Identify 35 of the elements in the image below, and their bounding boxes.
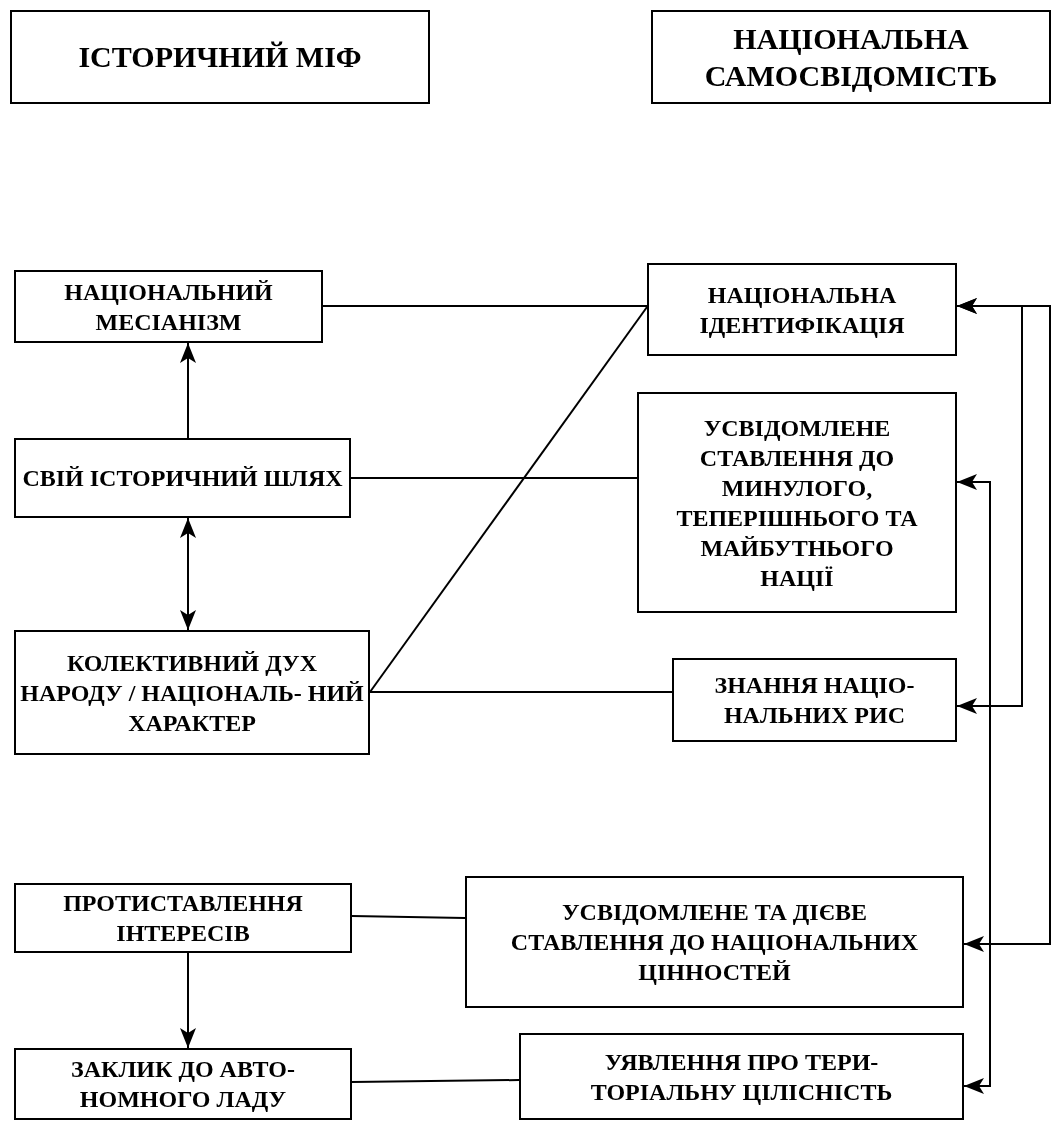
box-label: УСВІДОМЛЕНЕ СТАВЛЕННЯ ДО МИНУЛОГО, ТЕПЕРІШНЬОГО ТА МАЙБУТНЬОГО НАЦІЇ — [675, 413, 919, 593]
connector-line — [351, 915, 466, 919]
connector-line — [369, 691, 673, 693]
connector-line — [350, 477, 638, 479]
text-box — [672, 658, 957, 742]
text-box — [14, 1048, 352, 1120]
text-box — [519, 1033, 964, 1120]
box-label: УСВІДОМЛЕНЕ ТА ДІЄВЕ СТАВЛЕННЯ ДО НАЦІОНАЛЬНИХ ЦІННОСТЕЙ — [509, 898, 920, 987]
arrow — [180, 952, 196, 1049]
box-label: ЗНАННЯ НАЦІО- НАЛЬНИХ РИС — [713, 671, 916, 730]
box-label: НАЦІОНАЛЬНА САМОСВІДОМІСТЬ — [703, 20, 999, 94]
box-label: УЯВЛЕННЯ ПРО ТЕРИ- ТОРІАЛЬНУ ЦІЛІСНІСТЬ — [589, 1047, 894, 1107]
text-box — [637, 392, 957, 613]
connector-line — [351, 1079, 520, 1083]
arrow — [956, 298, 1051, 952]
box-label: НАЦІОНАЛЬНИЙ МЕСІАНІЗМ — [63, 277, 274, 337]
text-box — [465, 876, 964, 1008]
text-box — [14, 270, 323, 343]
text-box — [14, 438, 351, 518]
text-box — [14, 630, 370, 755]
box-label: ЗАКЛИК ДО АВТО- НОМНОГО ЛАДУ — [70, 1055, 296, 1114]
text-box — [647, 263, 957, 356]
connector-line — [322, 305, 648, 307]
box-label: СВІЙ ІСТОРИЧНИЙ ШЛЯХ — [22, 464, 343, 493]
text-box — [10, 10, 430, 104]
box-label: ІСТОРИЧНИЙ МІФ — [77, 39, 363, 76]
arrow — [180, 517, 196, 631]
connector-line — [369, 306, 648, 693]
box-label: КОЛЕКТИВНИЙ ДУХ НАРОДУ / НАЦІОНАЛЬ- НИЙ ХАРАКТЕР — [19, 648, 365, 738]
box-label: НАЦІОНАЛЬНА ІДЕНТИФІКАЦІЯ — [698, 280, 906, 340]
box-label: ПРОТИСТАВЛЕННЯ ІНТЕРЕСІВ — [62, 889, 304, 948]
arrow — [956, 474, 991, 1094]
text-box — [14, 883, 352, 953]
arrow — [180, 342, 196, 439]
text-box — [651, 10, 1051, 104]
